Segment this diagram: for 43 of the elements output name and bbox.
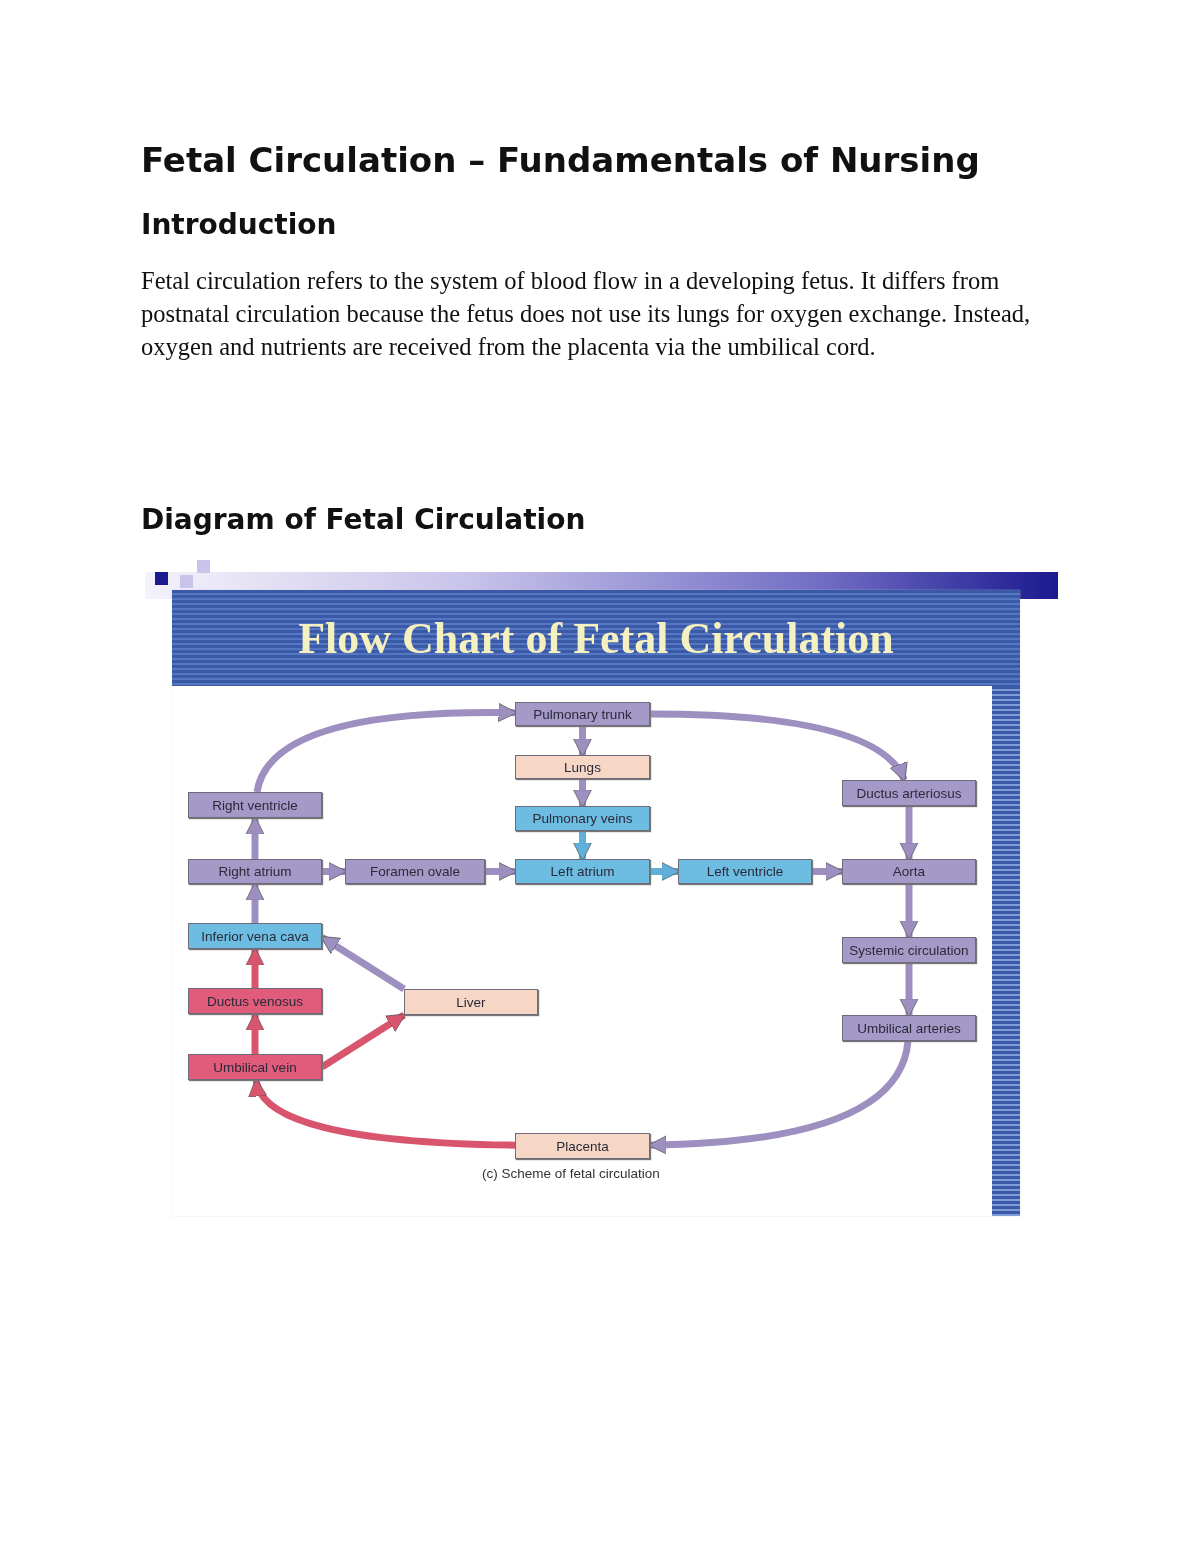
flow-box [515, 755, 650, 779]
flow-box [515, 702, 650, 726]
node-label: Left ventricle [706, 864, 784, 879]
node-label: Left atrium [550, 864, 615, 879]
flow-box [188, 859, 322, 884]
node-label: Pulmonary veins [532, 811, 633, 826]
flow-box [188, 923, 322, 949]
node-label: Umbilical vein [213, 1059, 297, 1075]
node-label: Umbilical arteries [857, 1020, 961, 1036]
page-title: Fetal Circulation – Fundamentals of Nursing [141, 140, 980, 180]
intro-paragraph: Fetal circulation refers to the system of blood flow in a developing fetus. It differs from postnatal circulation because the fetus does not use its lungs for oxygen exchange. Instead, oxygen and nutrients are received from the placenta via the umbilical cord. [141, 266, 1032, 362]
node-label: Ductus arteriosus [856, 785, 962, 801]
flow-box [842, 1015, 976, 1041]
node-label: Placenta [556, 1138, 609, 1154]
flow-box [515, 1133, 650, 1159]
flow-box [842, 780, 976, 806]
node-label: Ductus venosus [206, 993, 304, 1009]
flow-box [188, 792, 322, 818]
flow-box [678, 859, 812, 884]
node-label: Inferior vena cava [201, 928, 309, 944]
node-label: Pulmonary trunk [533, 706, 632, 722]
flow-box [515, 859, 650, 884]
flow-box [842, 859, 976, 884]
section-heading: Diagram of Fetal Circulation [141, 503, 586, 536]
figure-caption: (c) Scheme of fetal circulation [482, 1166, 660, 1181]
node-label: Right atrium [218, 864, 292, 879]
flow-box [515, 806, 650, 831]
flow-arrow [320, 1012, 406, 1070]
flow-box [188, 1054, 322, 1080]
node-label: Systemic circulation [849, 942, 969, 958]
flow-box [842, 937, 976, 963]
flow-arrow [649, 710, 908, 782]
flow-box [188, 988, 322, 1014]
node-label: Liver [456, 994, 486, 1010]
flow-arrow [320, 934, 406, 992]
node-label: Lungs [564, 759, 601, 775]
node-label: Foramen ovale [369, 864, 460, 879]
flow-box [404, 989, 538, 1015]
slide-title: Flow Chart of Fetal Circulation [298, 612, 894, 664]
flow-box [345, 859, 485, 884]
node-label: Right ventricle [212, 797, 298, 813]
node-label: Aorta [892, 864, 926, 879]
section-heading: Introduction [141, 208, 337, 241]
